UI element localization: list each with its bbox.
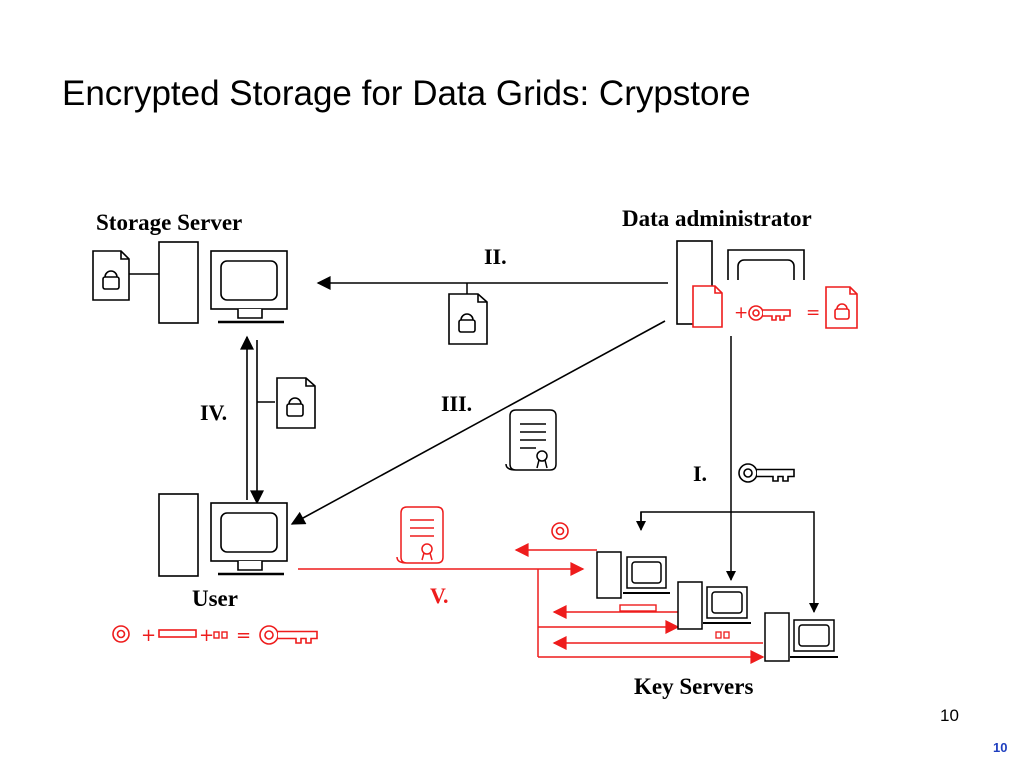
key-server-2-computer-icon <box>677 581 751 630</box>
storage-server-label: Storage Server <box>96 210 242 235</box>
key-share-icon <box>112 625 130 643</box>
key-share-icon <box>158 629 197 638</box>
footer-page-number: 10 <box>993 740 1008 755</box>
key-share-icon <box>715 631 730 639</box>
step-5-label: V. <box>430 583 449 608</box>
storage-server-node: Storage Server <box>92 210 288 324</box>
key-share-icon <box>213 631 228 639</box>
user-node: User + + = <box>112 493 318 646</box>
key-share-icon <box>619 604 657 612</box>
key-icon <box>738 463 795 483</box>
encrypted-file-icon <box>825 286 858 329</box>
key-reconstruction-equation: + + = <box>112 625 318 646</box>
certificate-icon <box>396 506 444 564</box>
key-servers-label: Key Servers <box>634 674 753 699</box>
key-server-3-computer-icon <box>764 612 838 662</box>
flow-step-3: III. <box>290 320 666 525</box>
slide-title: Encrypted Storage for Data Grids: Crypst… <box>62 74 751 113</box>
encrypted-file-icon <box>92 250 130 301</box>
plus-sign: + <box>734 303 748 323</box>
user-label: User <box>192 586 238 611</box>
key-icon <box>259 625 318 645</box>
step-1-label: I. <box>693 461 707 486</box>
equals-sign: = <box>806 303 820 323</box>
key-share-icon <box>551 522 569 540</box>
plus-sign: + <box>199 625 214 646</box>
slide-number: 10 <box>940 706 959 725</box>
flow-step-5: V. <box>298 506 765 664</box>
encryption-equation: + = <box>692 285 858 329</box>
key-servers-node: Key Servers <box>596 551 838 699</box>
storage-server-computer-icon <box>158 241 288 324</box>
data-administrator-label: Data administrator <box>622 206 812 231</box>
plus-sign: + <box>141 625 156 646</box>
key-icon <box>748 305 791 321</box>
user-computer-icon <box>158 493 288 577</box>
flow-step-4: IV. <box>200 335 316 505</box>
flow-step-1: I. <box>636 336 819 613</box>
data-administrator-node: Data administrator + = <box>622 206 858 329</box>
key-server-1-computer-icon <box>596 551 670 599</box>
step-4-label: IV. <box>200 400 227 425</box>
encrypted-file-icon <box>276 377 316 429</box>
equals-sign: = <box>236 625 251 646</box>
step-3-label: III. <box>441 391 472 416</box>
flow-step-2: II. <box>316 244 668 345</box>
file-icon <box>692 285 723 328</box>
step-2-label: II. <box>484 244 507 269</box>
encrypted-file-icon <box>448 293 488 345</box>
certificate-icon <box>505 409 557 471</box>
